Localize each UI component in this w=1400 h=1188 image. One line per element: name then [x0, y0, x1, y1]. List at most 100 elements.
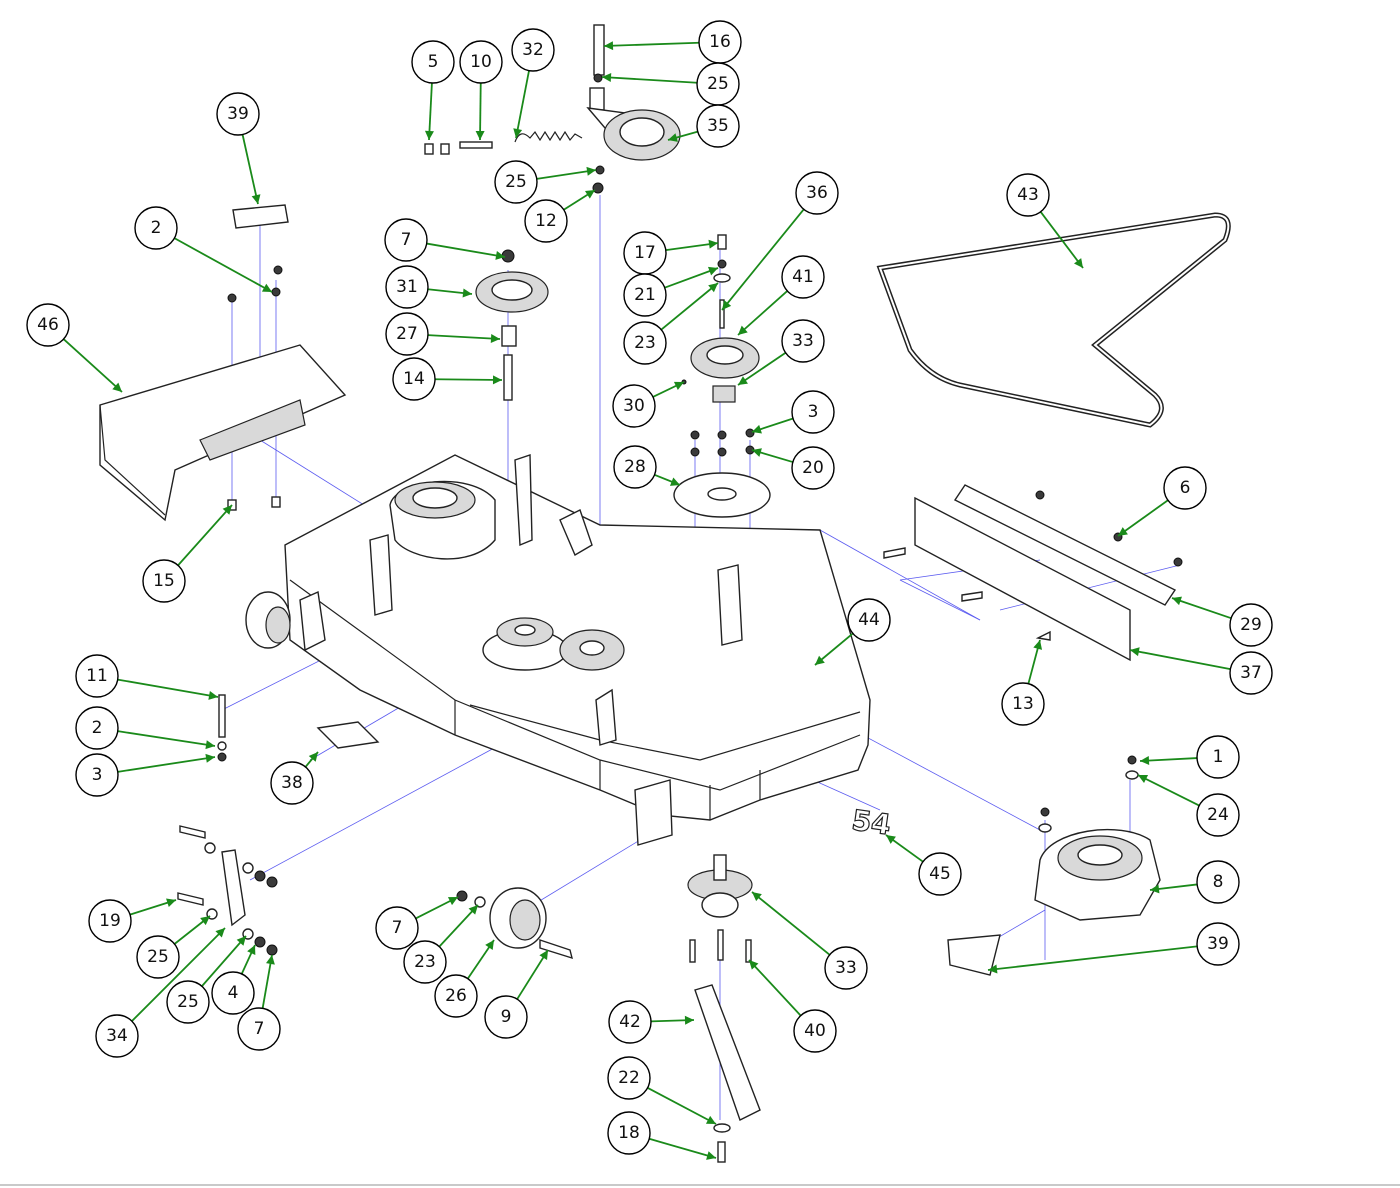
leader-arrowhead — [424, 130, 434, 140]
callout-number: 18 — [618, 1123, 640, 1143]
leader-arrowhead — [236, 936, 246, 946]
decal-part-39-bottom — [947, 934, 1001, 976]
baffle-assembly — [883, 484, 1183, 662]
callout-circle — [211, 971, 255, 1015]
leader-line — [1139, 757, 1198, 762]
callout-bubble-23: 23 — [403, 940, 447, 984]
callout-number: 11 — [86, 666, 108, 686]
leader-arrowhead — [707, 266, 718, 276]
leader-arrowhead — [215, 928, 225, 938]
callout-bubble-33: 33 — [824, 946, 868, 990]
callout-number: 9 — [501, 1007, 512, 1027]
callout-number: 26 — [445, 986, 467, 1006]
leader-arrowhead — [738, 376, 748, 385]
leader-line — [131, 927, 226, 1022]
callout-number: 12 — [535, 211, 557, 231]
callout-number: 25 — [707, 74, 729, 94]
leader-line — [1039, 211, 1084, 269]
callout-number: 20 — [802, 458, 824, 478]
leader-arrowhead — [490, 334, 500, 344]
callout-circle — [484, 995, 528, 1039]
callout-number: 3 — [808, 402, 819, 422]
leader-arrowhead — [708, 239, 718, 249]
callout-bubble-15: 15 — [142, 559, 186, 603]
callout-number: 31 — [396, 277, 418, 297]
callout-bubble-30: 30 — [612, 384, 656, 428]
leader-arrowhead — [752, 424, 762, 434]
leader-arrowhead — [749, 960, 759, 970]
callout-circle — [1229, 603, 1273, 647]
callout-bubble-12: 12 — [524, 199, 568, 243]
callout-bubble-28: 28 — [613, 445, 657, 489]
leader-arrowhead — [1130, 647, 1140, 657]
leader-arrowhead — [513, 128, 523, 138]
pulley-stack-31 — [475, 249, 549, 401]
callout-bubble-38: 38 — [270, 761, 314, 805]
callout-bubble-4: 4 — [211, 971, 255, 1015]
callout-bubble-39: 39 — [216, 92, 260, 136]
leader-arrowhead — [205, 753, 215, 763]
callout-bubble-18: 18 — [607, 1111, 651, 1155]
leader-arrowhead — [261, 283, 272, 292]
leader-arrowhead — [815, 655, 825, 665]
callout-circle — [696, 104, 740, 148]
leader-line — [647, 1087, 717, 1125]
callout-number: 37 — [1240, 663, 1262, 683]
callout-bubble-41: 41 — [781, 255, 825, 299]
callout-circle — [385, 265, 429, 309]
callout-number: 8 — [1213, 872, 1224, 892]
callout-number: 28 — [624, 457, 646, 477]
spindle-housing-part-33 — [687, 854, 761, 1163]
leader-arrowhead — [247, 945, 256, 956]
leader-line — [601, 76, 698, 84]
idler-pulley-assembly — [586, 24, 681, 194]
leader-arrowhead — [705, 1115, 716, 1124]
leader-arrowhead — [1118, 527, 1128, 536]
callout-bubble-27: 27 — [385, 312, 429, 356]
callout-number: 16 — [709, 32, 731, 52]
callout-circle — [375, 906, 419, 950]
leader-arrowhead — [539, 950, 548, 961]
callout-circle — [134, 206, 178, 250]
deck-spindles — [369, 454, 743, 746]
callout-circle — [1196, 860, 1240, 904]
leader-arrowhead — [208, 691, 218, 700]
callout-bubble-45: 45 — [918, 852, 962, 896]
leader-arrowhead — [222, 505, 232, 515]
leader-arrowhead — [752, 448, 762, 457]
leader-arrowhead — [200, 916, 210, 926]
callout-circle — [384, 218, 428, 262]
callout-number: 5 — [428, 52, 439, 72]
leader-arrowhead — [468, 905, 478, 915]
callout-number: 13 — [1012, 694, 1034, 714]
leader-arrowhead — [584, 190, 595, 199]
leader-line — [438, 904, 479, 948]
callout-bubble-26: 26 — [434, 974, 478, 1018]
callout-circle — [136, 935, 180, 979]
callout-bubble-33: 33 — [781, 319, 825, 363]
callout-bubble-31: 31 — [385, 265, 429, 309]
callout-number: 2 — [92, 718, 103, 738]
leader-line — [62, 338, 123, 393]
leader-line — [536, 169, 597, 180]
leader-line — [516, 949, 549, 1000]
callout-circle — [791, 446, 835, 490]
callout-bubble-20: 20 — [791, 446, 835, 490]
callout-circle — [1196, 922, 1240, 966]
callout-number: 44 — [858, 610, 880, 630]
leader-line — [648, 1137, 717, 1159]
callout-number: 41 — [792, 267, 814, 287]
callout-bubble-29: 29 — [1229, 603, 1273, 647]
leader-line — [117, 678, 219, 698]
leader-line — [434, 378, 503, 381]
callout-number: 25 — [505, 172, 527, 192]
callout-number: 43 — [1017, 185, 1039, 205]
leader-arrowhead — [462, 288, 472, 298]
callout-bubble-17: 17 — [623, 231, 667, 275]
leader-line — [177, 504, 233, 566]
callout-number: 4 — [228, 983, 239, 1003]
leader-line — [721, 208, 805, 311]
page-bottom-rule — [0, 1184, 1400, 1186]
callout-bubble-9: 9 — [484, 995, 528, 1039]
callout-number: 34 — [106, 1026, 128, 1046]
